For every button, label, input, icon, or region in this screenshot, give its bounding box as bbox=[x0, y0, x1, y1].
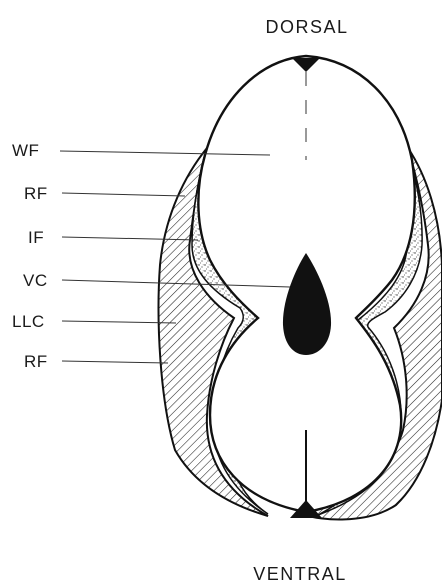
label-llc: LLC bbox=[12, 312, 45, 331]
ventral-label: VENTRAL bbox=[253, 564, 347, 584]
label-rf-upper: RF bbox=[24, 184, 48, 203]
label-wf: WF bbox=[12, 141, 39, 160]
dorsal-label: DORSAL bbox=[265, 17, 348, 37]
label-rf-lower: RF bbox=[24, 352, 48, 371]
label-if: IF bbox=[28, 228, 44, 247]
leader-rf-lower bbox=[62, 361, 168, 363]
leader-rf-upper bbox=[62, 193, 185, 196]
label-vc: VC bbox=[23, 271, 48, 290]
